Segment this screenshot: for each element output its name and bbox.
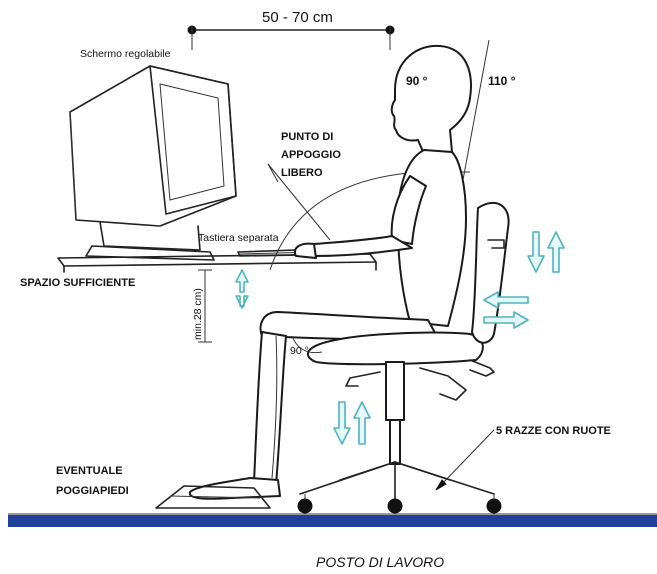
floor [8,515,657,527]
svg-text:POGGIAPIEDI: POGGIAPIEDI [56,485,129,497]
caption: POSTO DI LAVORO [316,554,444,570]
distance-label: 50 - 70 cm [262,9,333,26]
screen-label: Schermo regolabile [80,48,171,60]
left-right-arrow-icon [483,291,529,329]
up-down-arrow-icon [333,401,371,445]
svg-text:90 °: 90 ° [290,345,309,357]
monitor: Schermo regolabile [69,48,237,261]
angle-90-head-label: 90 ° [406,74,428,88]
knee-angle: 90 ° [290,335,323,357]
svg-text:SPAZIO SUFFICIENTE: SPAZIO SUFFICIENTE [20,277,135,289]
footrest [155,485,271,509]
distance-dimension: 50 - 70 cm [187,9,395,50]
leg-space-label: SPAZIO SUFFICIENTE min.28 cm) [20,269,212,343]
office-chair [297,201,510,514]
svg-text:APPOGGIO: APPOGGIO [281,149,341,161]
person-figure [188,44,472,500]
angle-110-label: 110 ° [488,74,516,88]
up-down-arrow-icon [527,231,565,273]
keyboard-label: Tastiera separata [198,232,279,244]
svg-text:EVENTUALE: EVENTUALE [56,465,123,477]
up-down-arrow-icon [235,269,249,309]
footrest-label: EVENTUALE POGGIAPIEDI [56,465,129,497]
min-height-label: min.28 cm) [192,288,204,340]
wheels-label: 5 RAZZE CON RUOTE [435,425,611,491]
svg-text:LIBERO: LIBERO [281,167,323,179]
svg-text:PUNTO DI: PUNTO DI [281,131,333,143]
free-support-label: PUNTO DI APPOGGIO LIBERO [267,131,341,241]
svg-text:5 RAZZE CON RUOTE: 5 RAZZE CON RUOTE [496,425,611,437]
